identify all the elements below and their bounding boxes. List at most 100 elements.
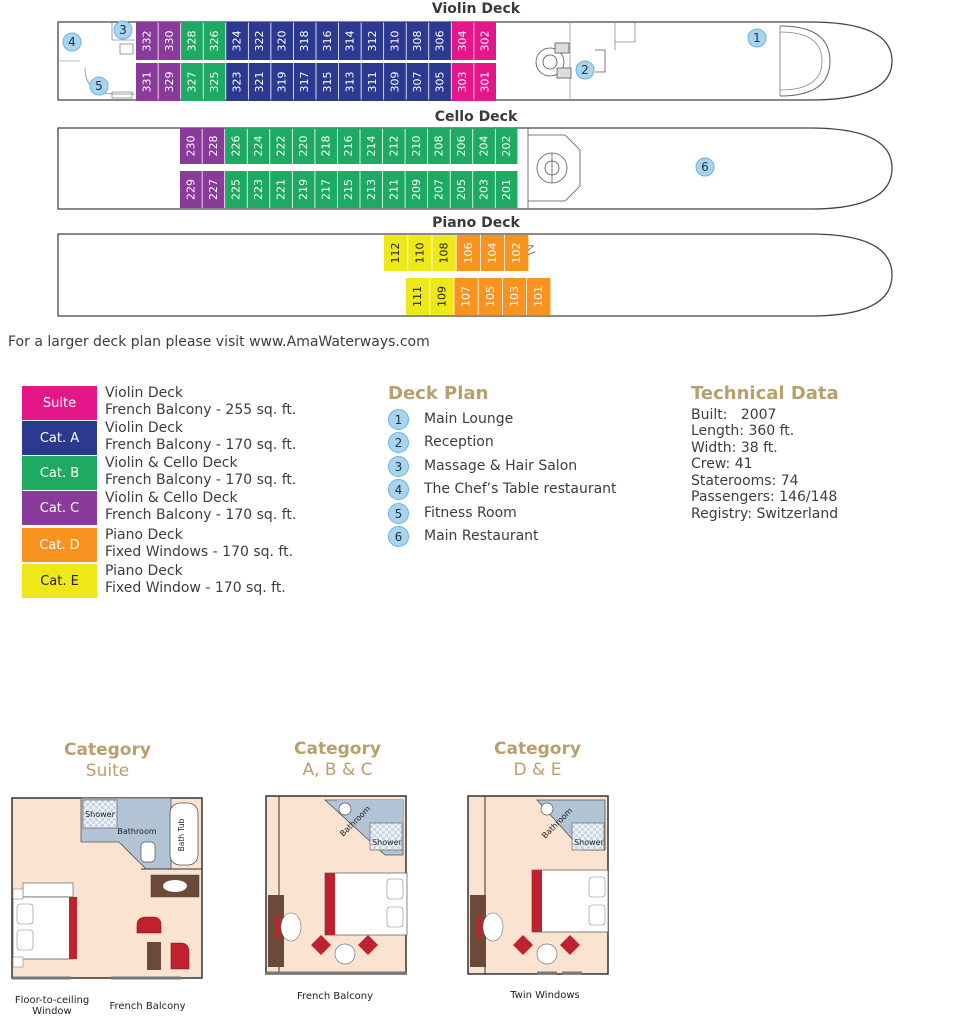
tech-registry: Registry: Switzerland	[691, 506, 839, 522]
cabin-block	[203, 63, 226, 101]
cabin-block	[384, 63, 406, 101]
deck-plan-label: Massage & Hair Salon	[424, 458, 578, 474]
technical-data-heading: Technical Data	[691, 383, 839, 404]
category-de-heading: Category D & E	[470, 739, 605, 781]
cabin-number: 313	[343, 72, 356, 93]
cabin-number: 307	[411, 72, 424, 93]
cabin-325: 325	[203, 63, 226, 101]
piano-deck-hull	[57, 233, 893, 317]
cabin-202: 202	[495, 128, 518, 164]
cabin-107: 107	[454, 278, 478, 315]
cabin-216: 216	[337, 128, 360, 164]
legend-swatch-cat-e: Cat. E	[22, 564, 97, 598]
cabin-102: 102	[505, 235, 529, 271]
legend-desc: French Balcony - 170 sq. ft.	[105, 472, 297, 488]
abc-caption-balcony: French Balcony	[296, 991, 374, 1002]
cabin-number: 311	[366, 72, 379, 93]
cabin-217: 217	[315, 171, 338, 208]
cabin-201: 201	[495, 171, 518, 208]
legend-deck: Piano Deck	[105, 527, 183, 543]
marker-1-icon: 1	[747, 28, 767, 48]
cabin-224: 224	[247, 128, 270, 164]
de-caption-windows: Twin Windows	[510, 990, 580, 1001]
cabin-314: 314	[338, 22, 361, 60]
cabin-322: 322	[248, 22, 271, 60]
cabin-330: 330	[158, 22, 181, 60]
cabin-block	[384, 22, 406, 60]
cabin-number: 106	[462, 243, 475, 264]
cabin-306: 306	[429, 22, 451, 60]
cabin-block	[430, 278, 454, 315]
deck-plan-label: Main Restaurant	[424, 528, 539, 544]
cabin-block	[429, 22, 451, 60]
cabin-block	[478, 278, 502, 315]
cabin-101: 101	[527, 278, 551, 315]
cabin-number: 325	[208, 72, 221, 93]
shower-label: Shower	[372, 838, 403, 847]
cabin-number: 206	[455, 136, 468, 157]
cabin-block	[480, 235, 505, 271]
cabin-block	[292, 128, 315, 164]
marker-icon: 6	[388, 526, 409, 547]
cabin-number: 222	[275, 136, 288, 157]
violin-staircase	[535, 42, 606, 79]
cabin-block	[473, 171, 495, 208]
cabin-block	[456, 235, 480, 271]
cabin-number: 218	[320, 136, 333, 157]
cabin-331: 331	[136, 63, 158, 101]
cabin-block	[337, 171, 360, 208]
cabin-block	[406, 63, 429, 101]
cabin-211: 211	[382, 171, 405, 208]
cabin-number: 220	[297, 136, 310, 157]
legend-deck: Piano Deck	[105, 563, 183, 579]
cabin-214: 214	[360, 128, 383, 164]
cabin-block	[473, 128, 495, 164]
cabin-103: 103	[502, 278, 527, 315]
cabin-block	[406, 22, 429, 60]
legend-deck: Violin Deck	[105, 385, 184, 401]
cabin-319: 319	[271, 63, 294, 101]
cabin-316: 316	[316, 22, 339, 60]
cabin-block	[450, 171, 473, 208]
cabin-block	[270, 128, 292, 164]
cabin-block	[136, 63, 158, 101]
cabin-number: 112	[389, 243, 402, 264]
cabin-number: 331	[140, 72, 153, 93]
cabin-number: 208	[432, 136, 445, 157]
cabin-block	[382, 128, 405, 164]
cabin-308: 308	[406, 22, 429, 60]
cabin-301: 301	[474, 63, 496, 101]
cabin-number: 221	[275, 179, 288, 200]
cabin-204: 204	[473, 128, 495, 164]
cabin-205: 205	[450, 171, 473, 208]
cabin-number: 332	[140, 31, 153, 52]
marker-2-icon: 2	[575, 60, 595, 80]
cabin-302: 302	[474, 22, 496, 60]
cello-deck-title: Cello Deck	[434, 109, 518, 125]
cabin-326: 326	[203, 22, 226, 60]
legend-desc: French Balcony - 170 sq. ft.	[105, 507, 297, 523]
cabin-number: 327	[185, 72, 198, 93]
marker-6-icon: 6	[695, 157, 715, 177]
cabin-block	[180, 128, 202, 164]
bath-tub-label: Bath Tub	[177, 818, 186, 851]
cabin-block	[406, 278, 430, 315]
cabin-block	[405, 128, 428, 164]
cabin-number: 224	[252, 136, 265, 157]
deck-plan-label: Fitness Room	[424, 505, 517, 521]
cabin-number: 304	[456, 31, 469, 52]
cabin-222: 222	[270, 128, 292, 164]
category-title: Category	[294, 739, 381, 759]
cabin-320: 320	[271, 22, 294, 60]
cabin-number: 312	[366, 31, 379, 52]
cabin-block	[270, 171, 292, 208]
legend-swatch-cat-d: Cat. D	[22, 528, 97, 562]
cabin-310: 310	[384, 22, 406, 60]
cabin-104: 104	[480, 235, 505, 271]
cabin-block	[247, 128, 270, 164]
